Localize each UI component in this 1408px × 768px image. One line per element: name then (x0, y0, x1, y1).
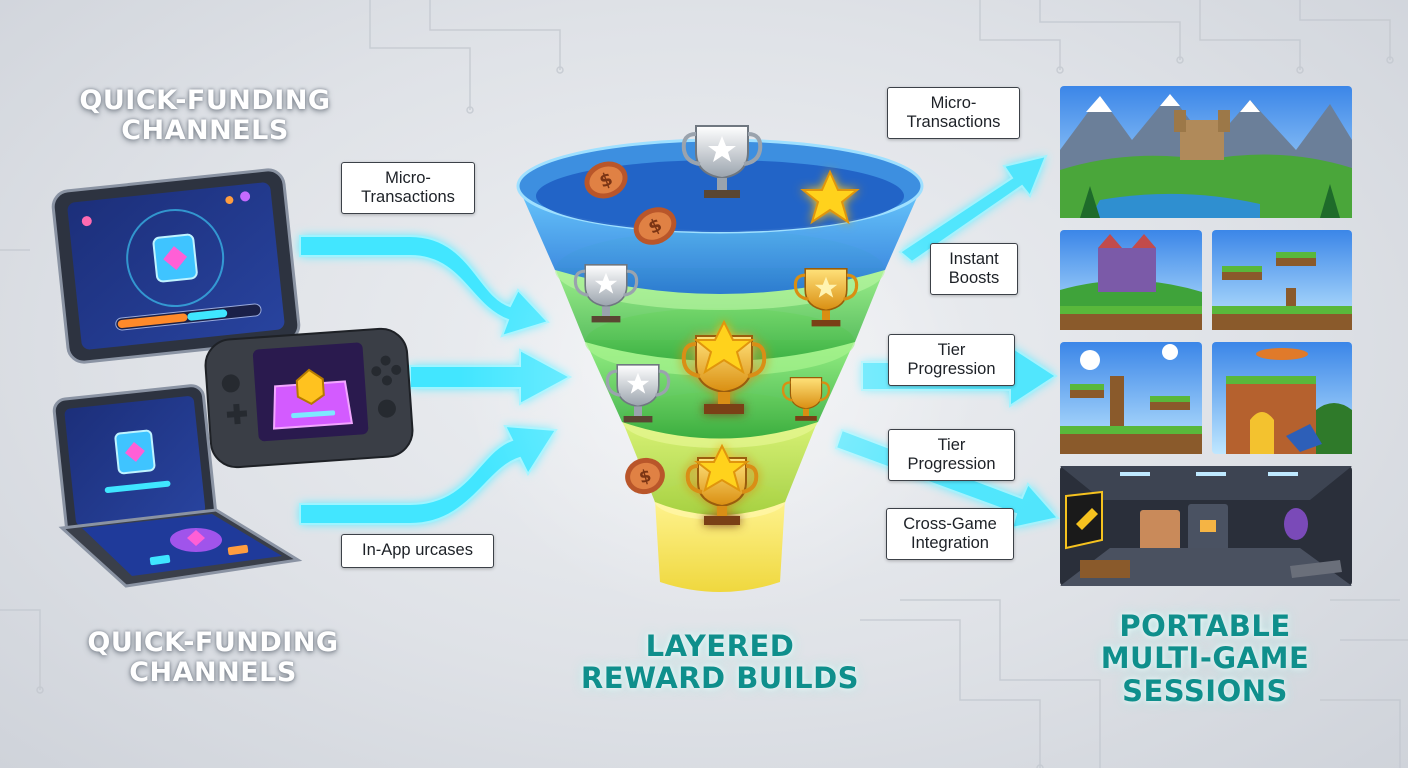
thumb-platformer-hills (1060, 342, 1202, 454)
star-icon (800, 169, 860, 225)
thumb-castle-gate (1212, 342, 1352, 454)
coin-icon: $ (633, 207, 677, 245)
label-left-micro-transactions: Micro- Transactions (341, 162, 475, 214)
label-right-tier-progression-1: Tier Progression (888, 334, 1015, 386)
device-tablet (51, 168, 301, 364)
funnel-rewards: $ $ $ (573, 125, 860, 525)
heading-right: PORTABLE MULTI-GAME SESSIONS (1100, 609, 1310, 708)
coin-icon: $ (625, 457, 665, 495)
silver-trophy-icon (605, 363, 671, 423)
label-right-cross-game: Cross-Game Integration (886, 508, 1014, 560)
label-right-micro-transactions: Micro- Transactions (887, 87, 1020, 139)
gold-trophy-icon (681, 319, 767, 414)
thumb-fantasy-world (1060, 86, 1352, 218)
silver-trophy-icon (681, 125, 763, 198)
thumb-platformer-sky (1212, 230, 1352, 330)
thumb-castle-platformer (1060, 230, 1202, 330)
label-left-in-app: In-App urcases (341, 534, 494, 568)
label-right-tier-progression-2: Tier Progression (888, 429, 1015, 481)
game-thumbnails (1060, 86, 1352, 586)
gold-trophy-icon (793, 267, 859, 327)
svg-text:$: $ (637, 466, 654, 488)
heading-left-top: QUICK-FUNDING CHANNELS (79, 85, 331, 147)
funnel-layer-yellow (655, 500, 785, 592)
gold-trophy-icon (685, 443, 759, 525)
label-right-instant-boosts: Instant Boosts (930, 243, 1018, 295)
silver-trophy-icon (573, 263, 639, 323)
gold-trophy-icon (781, 376, 831, 421)
heading-center: LAYERED REWARD BUILDS (580, 629, 860, 696)
coin-icon: $ (584, 161, 628, 199)
reward-funnel (460, 138, 980, 620)
device-handheld-console (204, 327, 414, 469)
heading-left-bottom: QUICK-FUNDING CHANNELS (87, 627, 339, 689)
thumb-scifi-interior (1060, 466, 1352, 586)
device-foldable-phone (52, 384, 303, 588)
